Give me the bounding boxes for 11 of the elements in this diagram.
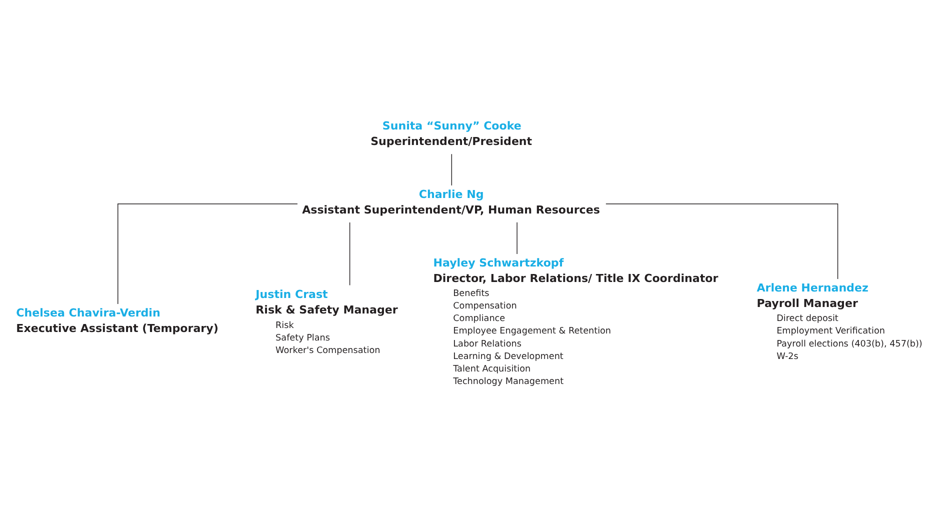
connector <box>516 222 518 254</box>
node-text: Sunita “Sunny” Cooke Superintendent/President <box>370 119 532 148</box>
node-text: Charlie Ng Assistant Superintendent/VP, Human Resources <box>302 188 600 216</box>
connector <box>606 204 838 280</box>
node-text: Arlene Hernandez Payroll Manager Direct deposit Employment Verification Payroll elections (403(b), 457(b)) W-2s <box>756 282 922 362</box>
connector <box>349 222 350 286</box>
node-text: Justin Crast Risk & Safety Manager Risk Safety Plans Worker's Compensation <box>256 288 398 356</box>
node-text: Hayley Schwartzkopf Director, Labor Relations/ Title IX Coordinator Benefits Compensation Compliance Employee Engagement & Retention Labor Relations Learning & Development Talent Acquisition Technology Management <box>433 256 718 387</box>
node-text: Chelsea Chavira-Verdin Executive Assistant (Temporary) <box>16 306 218 336</box>
connector <box>118 204 298 304</box>
connector <box>451 154 452 186</box>
